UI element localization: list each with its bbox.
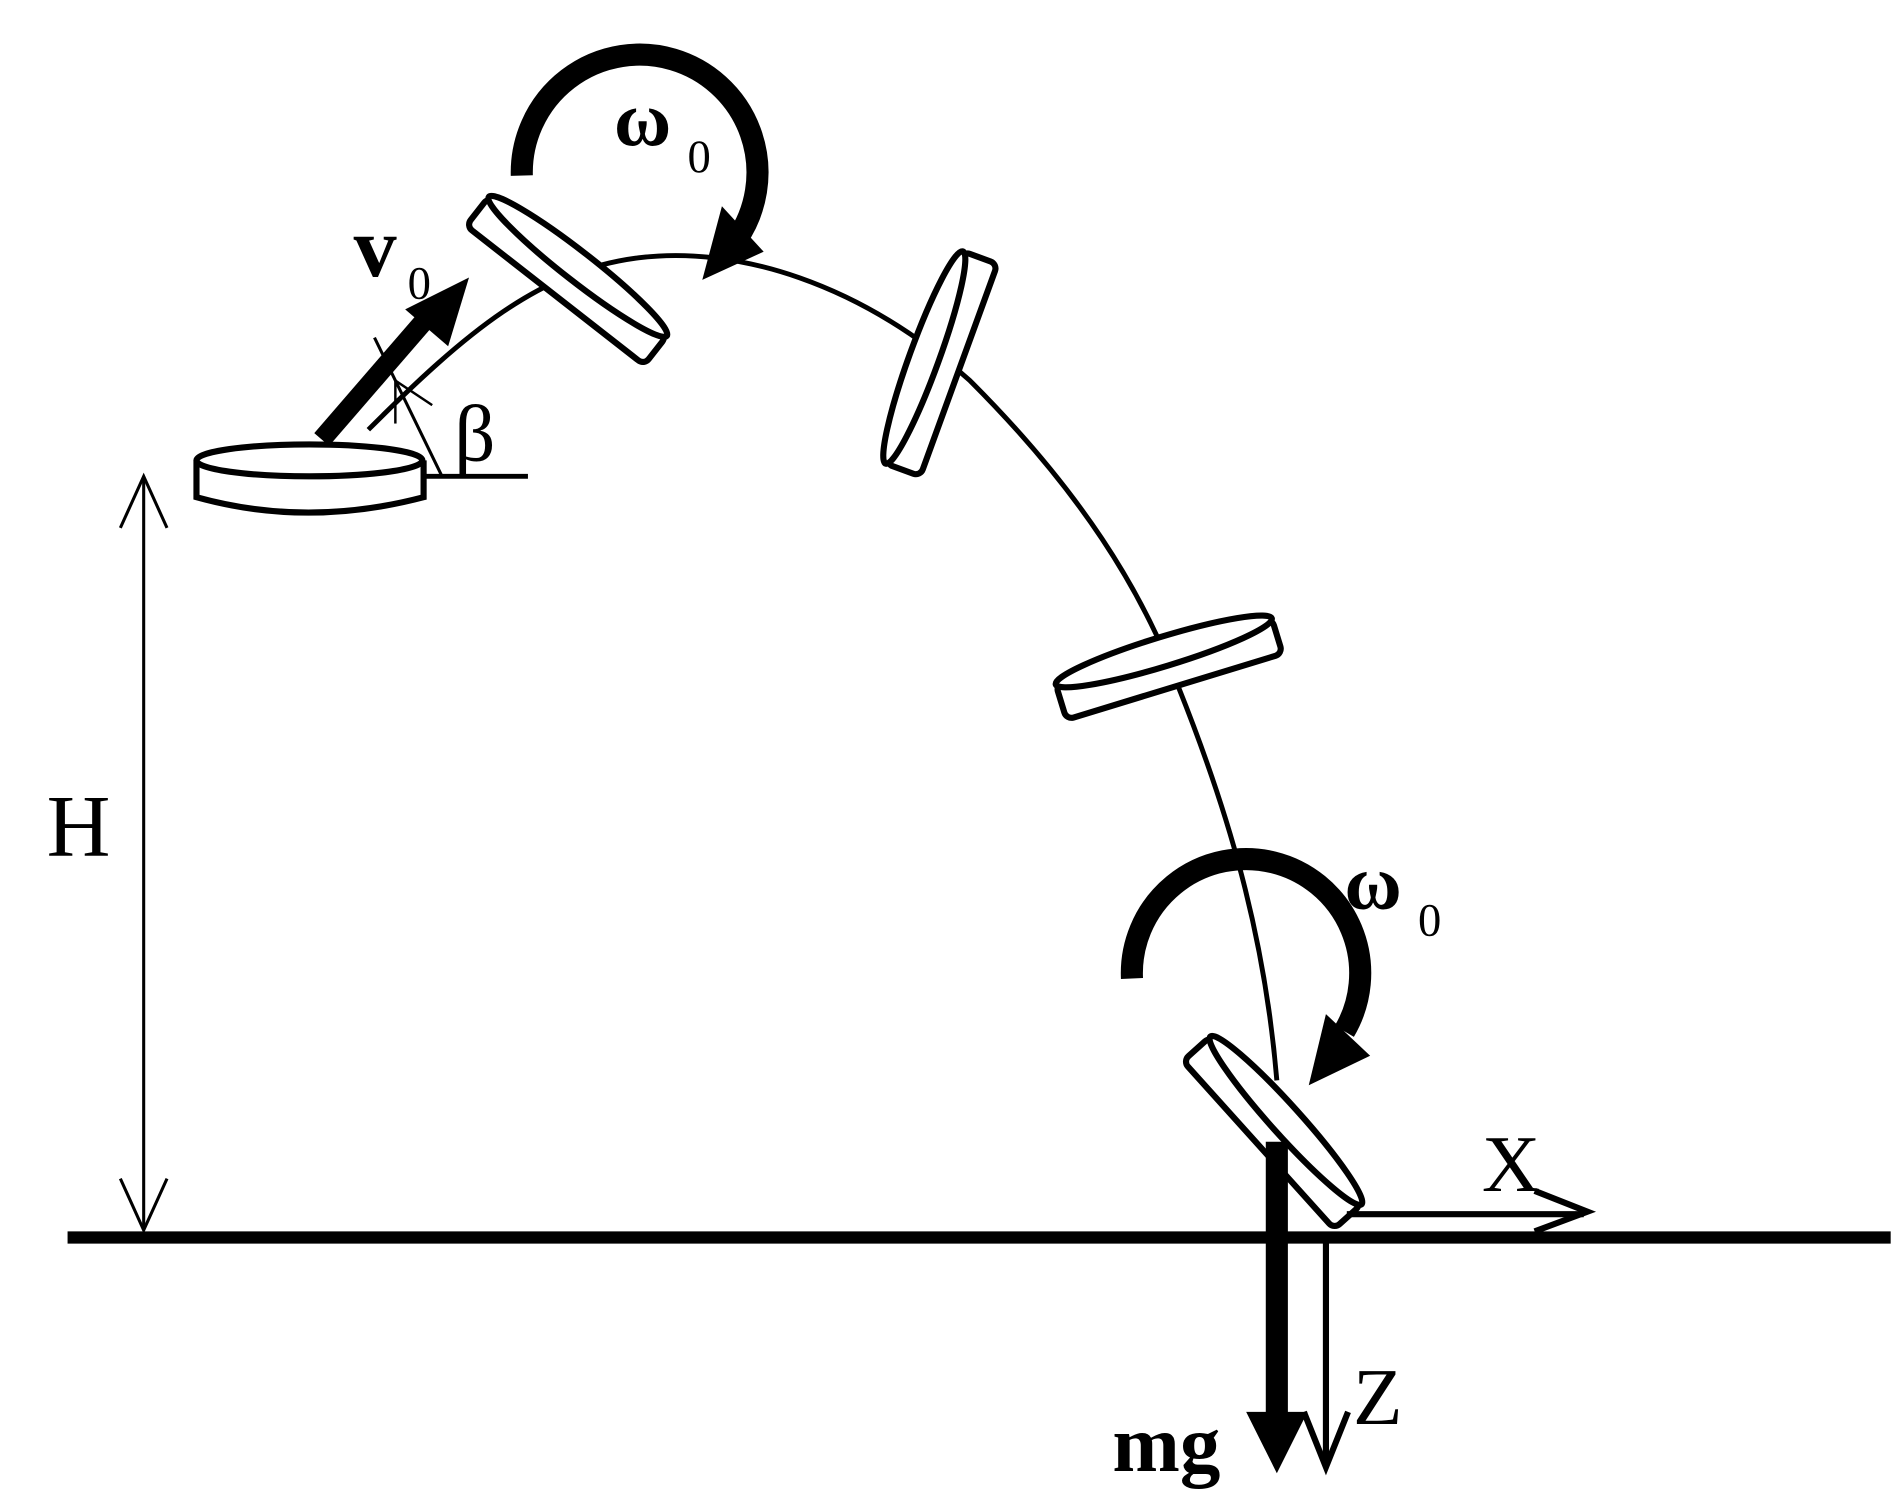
x-axis-label: X [1482,1119,1541,1209]
disc-start [193,441,427,516]
disc-3 [880,248,999,478]
rotation-arrow-bottom: ω 0 [1120,838,1441,1086]
z-axis: Z [1300,1239,1403,1476]
angle-label: β [454,388,495,478]
velocity-arrow: v 0 [314,199,470,446]
disc-2 [466,192,671,366]
omega-top-subscript: 0 [688,131,711,183]
disc-4 [1052,612,1284,721]
height-label: H [47,778,111,876]
omega-top-label: ω [614,75,671,162]
z-axis-label: Z [1353,1352,1403,1442]
omega-bottom-label: ω [1344,838,1401,925]
x-axis: X [1346,1119,1597,1235]
height-dimension: H [47,472,169,1234]
rotation-arrow-top: ω 0 [510,43,769,280]
disc-landing [1182,1032,1366,1230]
gravity-arrow: mg [1112,1141,1308,1489]
velocity-subscript: 0 [408,257,431,309]
gravity-label: mg [1112,1399,1220,1489]
velocity-label: v [354,199,397,295]
omega-bottom-subscript: 0 [1418,894,1441,946]
